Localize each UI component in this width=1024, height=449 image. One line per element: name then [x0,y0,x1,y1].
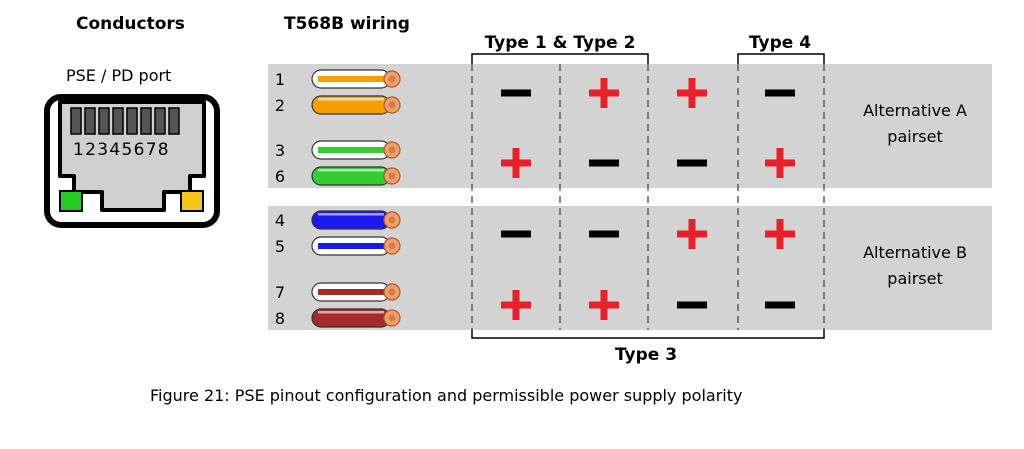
pin-number: 4 [274,211,286,230]
plus-mark [501,148,531,178]
alternative-b-line1: Alternative B [863,243,967,262]
minus-mark [677,159,707,167]
alternative-a-line2: pairset [887,127,943,146]
alternative-b-label: Alternative B pairset [835,240,995,292]
wiring-header: T568B wiring [284,14,410,34]
pin-number: 7 [274,283,286,302]
alternative-a-line1: Alternative A [863,101,967,120]
plus-mark [677,78,707,108]
alternative-b-line2: pairset [887,269,943,288]
figure-caption: Figure 21: PSE pinout configuration and … [150,386,743,405]
pin-number: 6 [274,167,286,186]
minus-mark [501,230,531,238]
plus-mark [765,148,795,178]
type4-bracket [737,53,825,64]
plus-mark [677,219,707,249]
alternative-a-label: Alternative A pairset [835,98,995,150]
pin-number: 8 [274,309,286,328]
plus-mark [501,290,531,320]
wire-7 [311,282,401,302]
rj45-jack-icon [44,94,220,228]
pin-number: 2 [274,96,286,115]
pin-number: 5 [274,237,286,256]
pin-number: 3 [274,141,286,160]
plus-mark [589,290,619,320]
wire-4 [311,210,401,230]
wire-5 [311,236,401,256]
wire-6 [311,166,401,186]
type4-header: Type 4 [748,33,812,53]
jack-pin-numbers: 12345678 [73,140,170,160]
plus-mark [589,78,619,108]
type3-bracket [471,330,825,339]
wire-8 [311,308,401,328]
port-label: PSE / PD port [66,66,172,85]
type3-header: Type 3 [614,345,678,365]
wire-2 [311,95,401,115]
minus-mark [677,301,707,309]
wire-1 [311,69,401,89]
type12-bracket [471,53,649,64]
rj45-jack: 12345678 [44,94,220,228]
minus-mark [765,301,795,309]
minus-mark [589,230,619,238]
minus-mark [501,89,531,97]
plus-mark [765,219,795,249]
pin-number: 1 [274,70,286,89]
type12-header: Type 1 & Type 2 [484,33,636,53]
conductors-header: Conductors [76,14,185,34]
minus-mark [765,89,795,97]
wire-3 [311,140,401,160]
minus-mark [589,159,619,167]
